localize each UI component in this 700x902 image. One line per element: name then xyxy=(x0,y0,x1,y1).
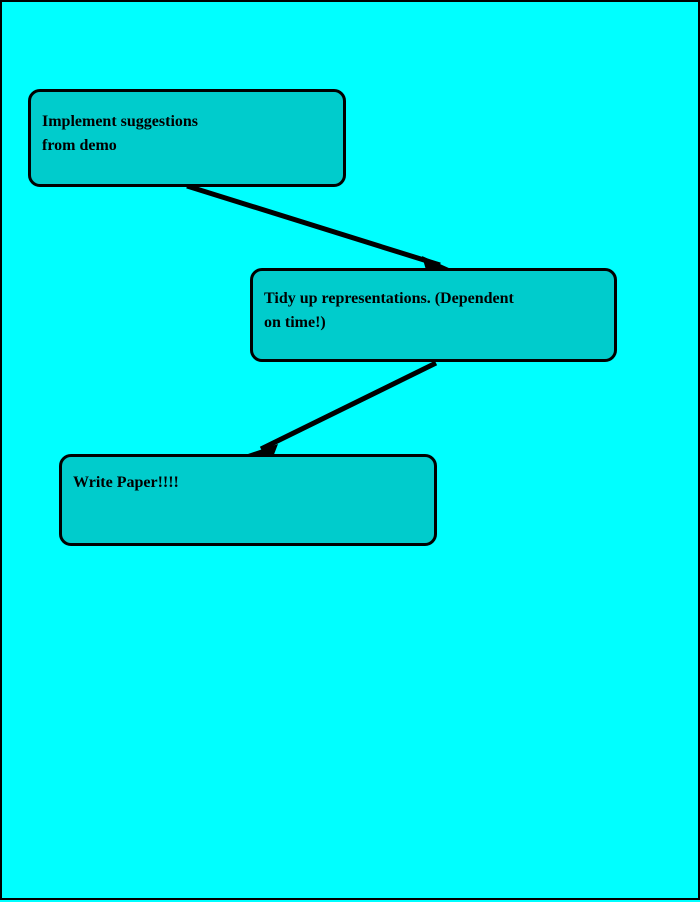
node-implement-suggestions[interactable]: Implement suggestions from demo xyxy=(28,89,346,187)
node-implement-suggestions-label: Implement suggestions from demo xyxy=(42,113,199,154)
node-write-paper-label: Write Paper!!!! xyxy=(73,474,179,491)
edge-tidy-to-write xyxy=(248,360,438,460)
edge-implement-to-tidy xyxy=(186,183,451,274)
node-tidy-representations[interactable]: Tidy up representations. (Dependent on t… xyxy=(250,268,617,362)
node-write-paper[interactable]: Write Paper!!!! xyxy=(59,454,437,546)
edge-line xyxy=(186,183,441,268)
edge-line xyxy=(259,360,438,452)
node-tidy-representations-label: Tidy up representations. (Dependent on t… xyxy=(264,290,514,331)
